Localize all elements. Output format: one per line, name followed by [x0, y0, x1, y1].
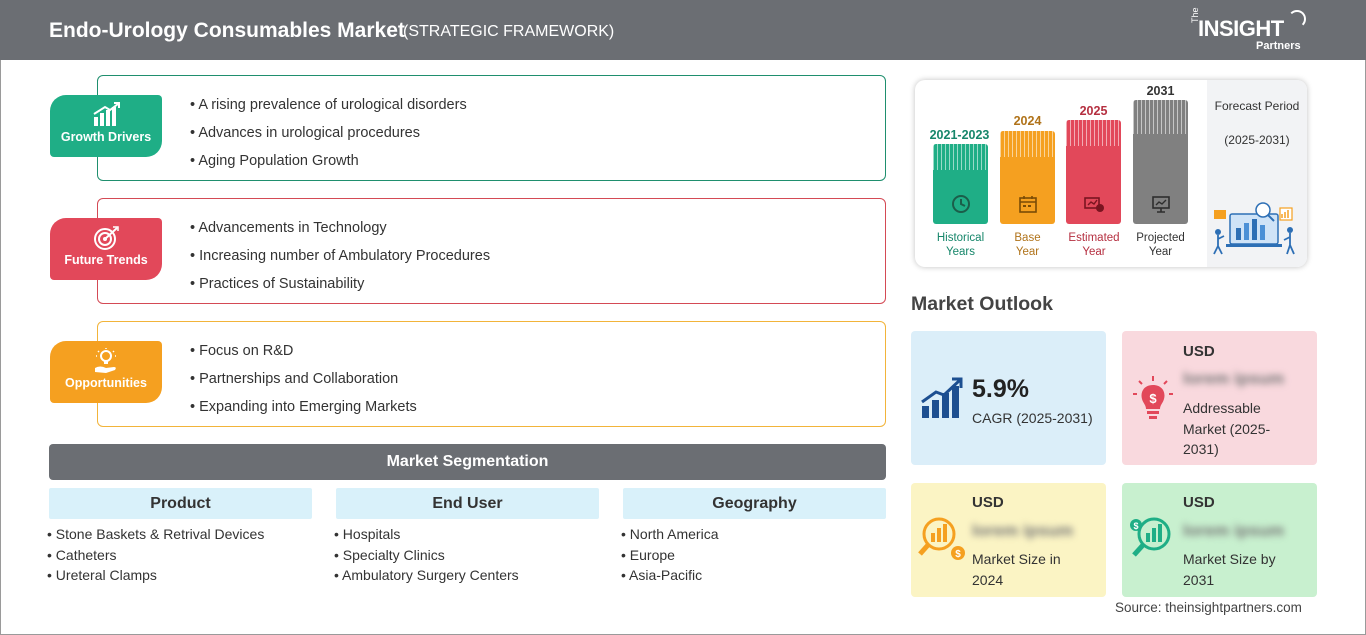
magnifier-chart-icon: $ — [1130, 517, 1171, 557]
timeline-year-base: 2024 — [1013, 114, 1042, 128]
header-bar: Endo-Urology Consumables Market (STRATEG… — [0, 0, 1366, 60]
list-item: Expanding into Emerging Markets — [190, 397, 417, 425]
idea-dollar-icon: $ — [1133, 376, 1173, 419]
timeline-bar-estimated — [1066, 120, 1121, 224]
opportunities-badge: Opportunities — [50, 341, 162, 403]
logo-arc-icon — [1288, 10, 1306, 28]
size-2024-value: lorem ipsum — [972, 521, 1074, 540]
projection-icon — [1147, 190, 1175, 218]
list-item: Stone Baskets & Retrival Devices — [47, 525, 265, 546]
timeline-bar-base — [1000, 131, 1055, 224]
list-item: Europe — [621, 546, 719, 567]
list-item: Increasing number of Ambulatory Procedur… — [190, 246, 490, 274]
list-item: Hospitals — [334, 525, 519, 546]
list-item: Aging Population Growth — [190, 151, 467, 179]
list-item: Advancements in Technology — [190, 218, 490, 246]
cagr-card: 5.9% CAGR (2025-2031) — [911, 331, 1106, 465]
list-item: Asia-Pacific — [621, 566, 719, 587]
list-item: Focus on R&D — [190, 341, 417, 369]
opportunities-box: Focus on R&D Partnerships and Collaborat… — [97, 321, 886, 427]
list-item: North America — [621, 525, 719, 546]
page-title: Endo-Urology Consumables Market — [49, 19, 405, 42]
list-item: Specialty Clinics — [334, 546, 519, 567]
opportunities-label: Opportunities — [65, 376, 147, 390]
forecast-title: Forecast Period — [1214, 99, 1300, 113]
calendar-icon — [1014, 190, 1042, 218]
timeline-bar-historical — [933, 144, 988, 224]
timeline-year-estimated: 2025 — [1079, 104, 1108, 118]
size-2031-label: Market Size by 2031 — [1183, 551, 1276, 588]
future-trends-label: Future Trends — [64, 253, 148, 267]
target-icon — [94, 226, 119, 250]
segment-list-end-user: Hospitals Specialty Clinics Ambulatory S… — [334, 525, 519, 587]
future-trends-box: Advancements in Technology Increasing nu… — [97, 198, 886, 304]
source-text: Source: theinsightpartners.com — [1115, 600, 1302, 615]
history-icon — [947, 190, 975, 218]
segment-heading-end-user: End User — [336, 488, 599, 519]
list-item: Partnerships and Collaboration — [190, 369, 417, 397]
growth-drivers-box: A rising prevalence of urological disord… — [97, 75, 886, 181]
timeline-year-historical: 2021-2023 — [929, 128, 990, 142]
addressable-market-card: USD lorem ipsum $ Addressable Market (20… — [1122, 331, 1317, 465]
growth-drivers-list: A rising prevalence of urological disord… — [190, 95, 467, 179]
segment-list-geography: North America Europe Asia-Pacific — [621, 525, 719, 587]
timeline-year-projected: 2031 — [1146, 84, 1175, 98]
future-trends-badge: Future Trends — [50, 218, 162, 280]
addressable-currency: USD — [1183, 343, 1215, 360]
svg-text:$: $ — [1149, 391, 1157, 406]
forecast-period: (2025-2031) — [1224, 133, 1290, 147]
page-subtitle: (STRATEGIC FRAMEWORK) — [403, 23, 615, 40]
growth-drivers-badge: Growth Drivers — [50, 95, 162, 157]
market-size-2024-card: USD lorem ipsum $ Market Size in 2024 — [911, 483, 1106, 597]
list-item: Catheters — [47, 546, 264, 567]
future-trends-list: Advancements in Technology Increasing nu… — [190, 218, 490, 302]
list-item: Ambulatory Surgery Centers — [334, 566, 519, 587]
cagr-label: CAGR (2025-2031) — [972, 410, 1093, 426]
analytics-illustration-icon — [1213, 202, 1295, 255]
growth-chart-icon — [93, 102, 120, 126]
logo-brand: INSIGHT — [1198, 16, 1284, 41]
growth-chart-icon — [921, 377, 963, 418]
segmentation-title: Market Segmentation — [49, 444, 886, 480]
market-outlook-title: Market Outlook — [911, 293, 1053, 315]
segment-heading-geography: Geography — [623, 488, 886, 519]
timeline-bar-projected — [1133, 100, 1188, 224]
svg-text:$: $ — [1133, 521, 1138, 531]
svg-text:$: $ — [955, 549, 961, 560]
addressable-label: Addressable Market (2025-2031) — [1183, 400, 1271, 457]
list-item: Practices of Sustainability — [190, 274, 490, 302]
logo-partners: Partners — [1256, 40, 1301, 52]
growth-drivers-label: Growth Drivers — [60, 130, 152, 144]
size-2031-currency: USD — [1183, 494, 1215, 511]
segment-heading-product: Product — [49, 488, 312, 519]
addressable-value: lorem ipsum — [1183, 369, 1285, 388]
idea-hand-icon — [95, 348, 116, 373]
size-2024-currency: USD — [972, 494, 1004, 511]
list-item: Advances in urological procedures — [190, 123, 467, 151]
insight-partners-logo[interactable]: The INSIGHT Partners — [1190, 7, 1310, 54]
size-2024-label: Market Size in 2024 — [972, 551, 1061, 588]
segment-list-product: Stone Baskets & Retrival Devices Cathete… — [47, 525, 265, 587]
opportunities-list: Focus on R&D Partnerships and Collaborat… — [190, 341, 417, 425]
estimate-icon — [1080, 190, 1108, 218]
list-item: Ureteral Clamps — [47, 566, 264, 587]
cagr-value: 5.9% — [972, 375, 1029, 403]
magnifier-chart-icon: $ — [918, 517, 965, 560]
list-item: A rising prevalence of urological disord… — [190, 95, 466, 123]
market-size-2031-card: USD lorem ipsum $ Market Size by 2031 — [1122, 483, 1317, 597]
size-2031-value: lorem ipsum — [1183, 521, 1285, 540]
